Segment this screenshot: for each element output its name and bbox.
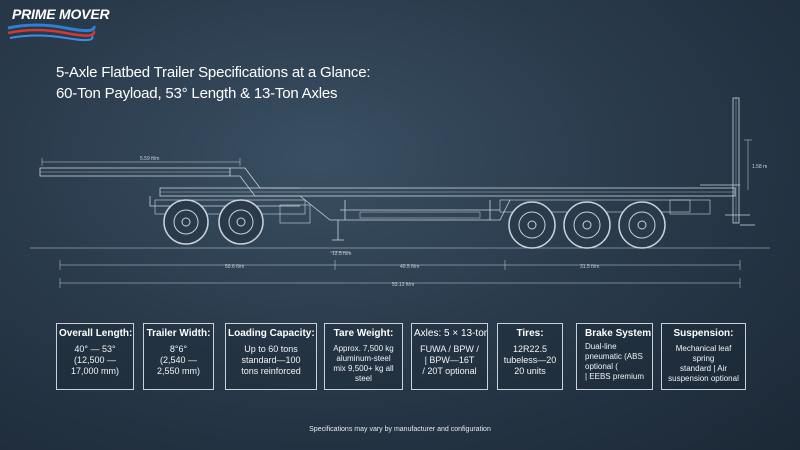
title-line-1: 5-Axle Flatbed Trailer Specifications at…	[56, 64, 371, 81]
dim-overall-label: 53.12 ft/m	[392, 282, 414, 288]
dim-right-label: 31.5 ft/m	[580, 264, 599, 270]
spec-value: 12R22.5 tubeless—20 20 units	[503, 344, 557, 376]
dim-front-label: 12.5 ft/m	[332, 251, 351, 257]
dim-height-label: 1.58 m	[752, 164, 767, 170]
spec-label: Brake System:	[585, 328, 653, 339]
spec-value: 40° — 53° (12,500 — 17,000 mm)	[70, 344, 120, 376]
spec-value: Approx. 7,500 kg aluminum-steel mix 9,50…	[333, 344, 394, 383]
logo-text: PRIME MOVER	[12, 6, 110, 22]
page-title: 5-Axle Flatbed Trailer Specifications at…	[56, 62, 371, 104]
spec-label: Axles: 5 × 13-ton	[414, 328, 488, 339]
wheel-group-rear	[508, 201, 666, 249]
spec-label: Tare Weight:	[333, 328, 394, 339]
spec-tires: Tires: 12R22.5 tubeless—20 20 units	[497, 323, 563, 390]
spec-suspension: Suspension: Mechanical leaf spring stand…	[661, 323, 746, 390]
spec-value: 8°6° (2,540 — 2,550 mm)	[156, 344, 200, 376]
logo-wave-icon	[7, 23, 96, 42]
spec-value: Up to 60 tons standard—100 tons reinforc…	[241, 344, 301, 376]
dim-mid-label: 40.5 ft/m	[400, 264, 419, 270]
title-line-2: 60-Ton Payload, 53° Length & 13-Ton Axle…	[56, 85, 338, 102]
spec-label: Suspension:	[673, 328, 734, 339]
spec-overall-length: Overall Length: 40° — 53° (12,500 — 17,0…	[56, 323, 134, 390]
spec-brake-system: Brake System: Dual-line pneumatic (ABS o…	[576, 323, 653, 390]
spec-loading-capacity: Loading Capacity: Up to 60 tons standard…	[225, 323, 317, 390]
spec-tare-weight: Tare Weight: Approx. 7,500 kg aluminum-s…	[324, 323, 403, 390]
spec-label: Trailer Width:	[146, 328, 211, 339]
spec-label: Loading Capacity:	[228, 328, 315, 339]
spec-label: Overall Length:	[59, 328, 133, 339]
dim-left-label: 50.6 ft/m	[225, 264, 244, 270]
spec-value: FUWA / BPW / | BPW—16T / 20T optional	[420, 344, 479, 376]
prime-mover-logo: PRIME MOVER	[6, 6, 116, 50]
spec-axles: Axles: 5 × 13-ton FUWA / BPW / | BPW—16T…	[411, 323, 488, 390]
spec-value: Mechanical leaf spring standard | Air su…	[668, 344, 739, 383]
spec-value: Dual-line pneumatic (ABS optional ( | EE…	[585, 342, 644, 381]
dim-top-label: 5.59 ft/m	[140, 156, 159, 162]
spec-panel: Overall Length: 40° — 53° (12,500 — 17,0…	[56, 323, 746, 391]
footnote: Specifications may vary by manufacturer …	[309, 426, 491, 433]
spec-trailer-width: Trailer Width: 8°6° (2,540 — 2,550 mm)	[143, 323, 214, 390]
spec-label: Tires:	[516, 328, 544, 339]
wheel-group-front	[163, 199, 264, 245]
